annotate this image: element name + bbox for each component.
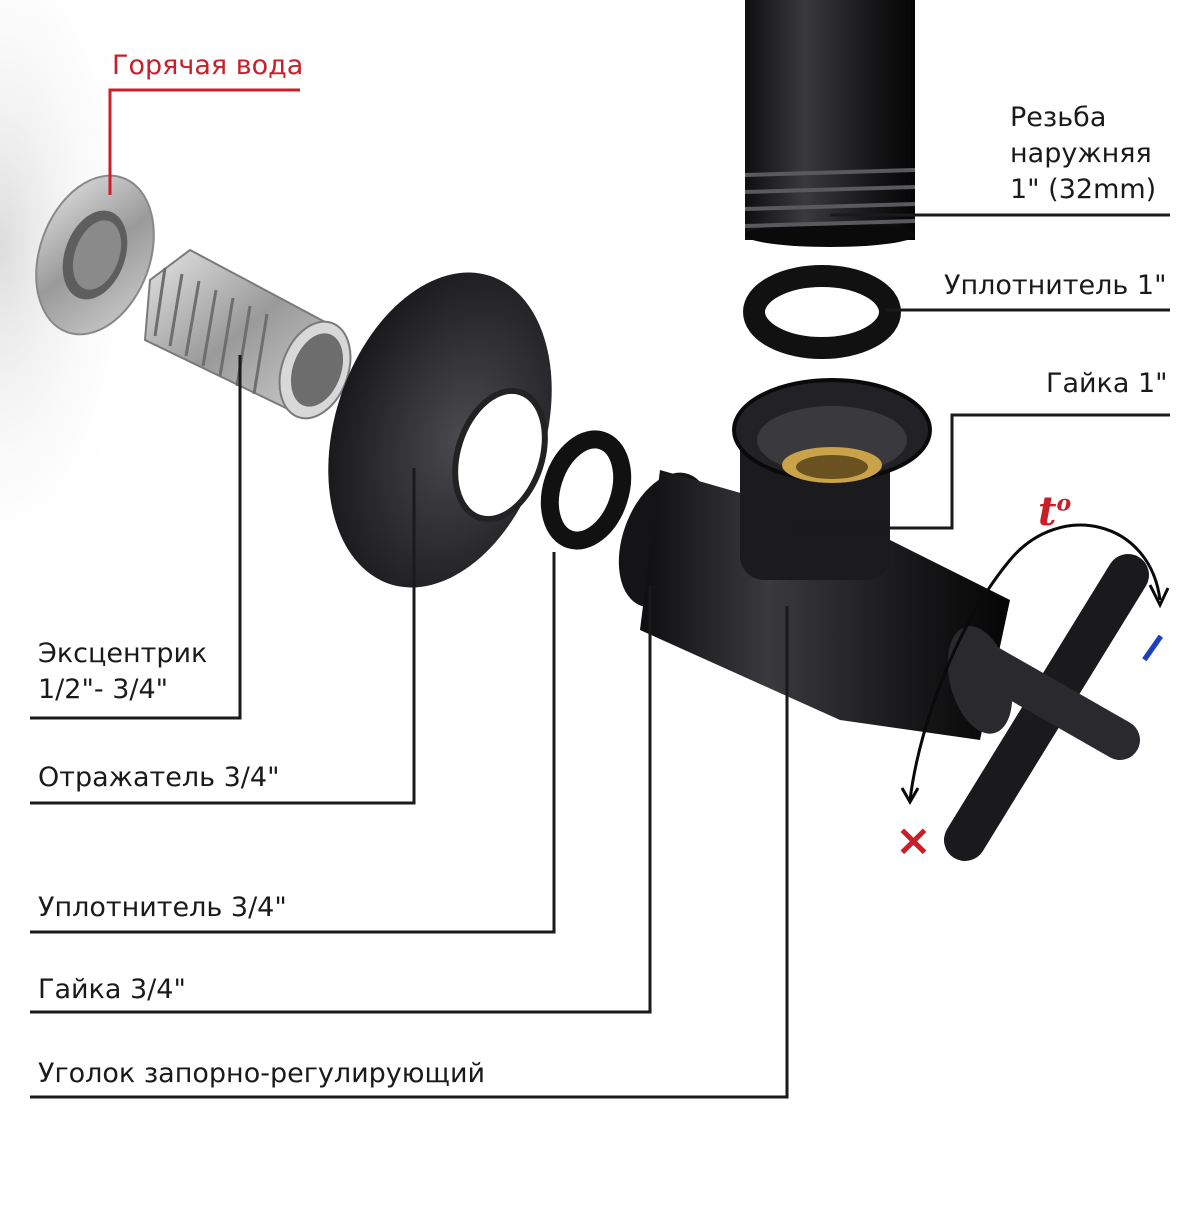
- temperature-symbol: to: [1038, 488, 1072, 535]
- seal-1inch: [743, 265, 901, 359]
- cross-handle: [944, 554, 1149, 861]
- label-seal-1inch: Уплотнитель 1": [944, 270, 1167, 301]
- seal-3-4: [540, 430, 632, 550]
- close-cross-icon: ×: [895, 815, 932, 866]
- label-nut-1inch: Гайка 1": [1046, 368, 1168, 399]
- label-reflector: Отражатель 3/4": [38, 762, 280, 793]
- rotation-arrow: [900, 523, 1170, 806]
- reflector-cone: [328, 272, 552, 588]
- label-hot-water: Горячая вода: [112, 50, 304, 81]
- eccentric-fitting: [143, 248, 352, 420]
- leader-lines: [30, 88, 1170, 1099]
- wall-flange: [35, 174, 155, 336]
- angle-valve: [618, 378, 1013, 740]
- label-valve: Уголок запорно-регулирующий: [38, 1058, 486, 1089]
- label-seal-3-4: Уплотнитель 3/4": [38, 892, 287, 923]
- label-nut-3-4: Гайка 3/4": [38, 974, 186, 1005]
- label-thread: Резьба наружняя 1" (32mm): [1010, 102, 1157, 205]
- label-eccentric: Эксцентрик 1/2"- 3/4": [38, 638, 208, 705]
- pipe-1inch: [744, 0, 916, 247]
